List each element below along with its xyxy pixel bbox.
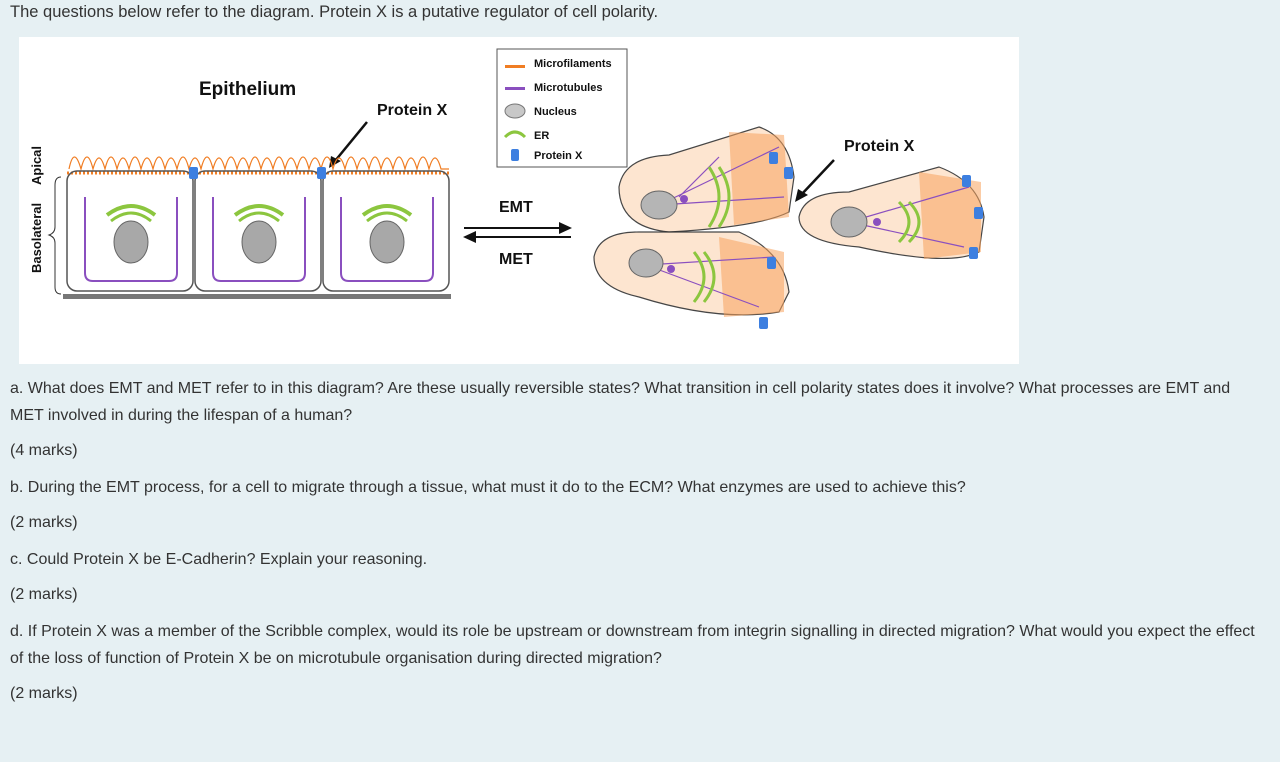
epithelium-label: Epithelium [199,79,296,100]
emt-label: EMT [499,199,533,216]
microtubule-icon [505,87,525,90]
diagram-svg: Basolateral Apical Epithelium Protein X [29,48,985,329]
legend-label-nucleus: Nucleus [534,106,577,118]
apical-label: Apical [29,146,44,185]
legend-label-protein-x: Protein X [534,150,583,162]
protein-x-arrow-right [800,159,835,196]
mesenchymal-cells [593,126,985,329]
question-b-marks: (2 marks) [10,514,78,531]
protein-x-label-right: Protein X [844,138,915,155]
question-a: a. What does EMT and MET refer to in thi… [10,380,1231,424]
question-d-marks: (2 marks) [10,685,78,702]
question-c-marks: (2 marks) [10,586,78,603]
question-c: c. Could Protein X be E-Cadherin? Explai… [10,551,428,568]
met-label: MET [499,251,533,268]
legend-label-microfilaments: Microfilaments [534,58,612,70]
protein-x-arrow-left [334,121,368,162]
basolateral-label: Basolateral [29,203,44,273]
question-b: b. During the EMT process, for a cell to… [10,479,966,496]
protein-x-icon [511,149,519,161]
legend-label-microtubules: Microtubules [534,82,602,94]
legend-label-er: ER [534,130,549,142]
nucleus-icon [504,103,526,119]
legend: Microfilaments Microtubules Nucleus ER P… [496,48,628,168]
epithelial-cells [63,156,451,299]
protein-x-label-left: Protein X [377,102,448,119]
question-d: d. If Protein X was a member of the Scri… [10,623,1255,667]
polarity-diagram: Basolateral Apical Epithelium Protein X [19,37,1019,364]
side-brace [47,176,62,295]
er-icon [503,130,527,139]
arrow-head-right [795,189,808,202]
microfilament-icon [505,65,525,68]
intro-text: The questions below refer to the diagram… [10,3,659,21]
question-a-marks: (4 marks) [10,442,78,459]
